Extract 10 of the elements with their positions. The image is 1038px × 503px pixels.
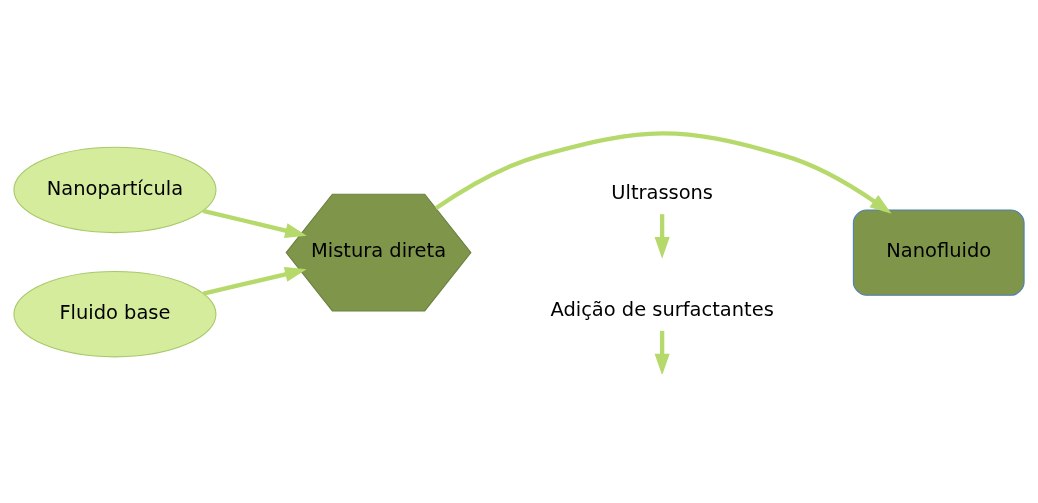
node-text: Adição de surfactantes [550, 297, 774, 321]
arrow [434, 131, 892, 214]
node-ellipse: Fluido base [13, 270, 217, 358]
node-box: Nanofluido [852, 209, 1025, 296]
arrow [202, 266, 307, 296]
arrow [202, 208, 307, 238]
node-ellipse: Nanopartícula [13, 146, 217, 234]
arrow [654, 330, 670, 374]
arrow [654, 214, 670, 259]
node-text: Ultrassons [611, 181, 714, 205]
